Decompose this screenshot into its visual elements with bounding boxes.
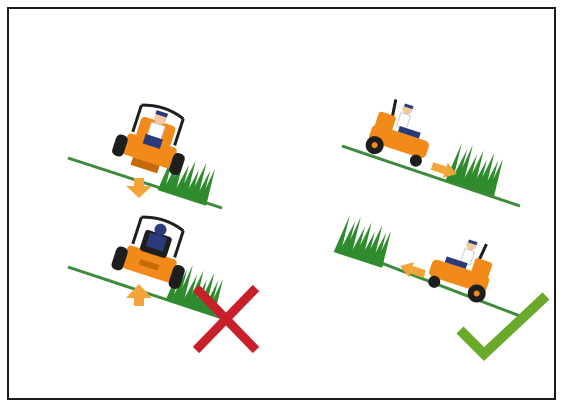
panel-right-climbing bbox=[342, 95, 520, 206]
tall-grass-icon bbox=[334, 212, 395, 268]
green-checkmark-icon bbox=[460, 296, 546, 354]
slide-arrow-icon bbox=[126, 178, 152, 198]
panel-wrong-downhill bbox=[68, 209, 256, 350]
red-cross-icon bbox=[196, 288, 256, 350]
ride-on-mower-icon bbox=[110, 97, 198, 180]
panel-wrong-uphill bbox=[68, 97, 222, 208]
tall-grass-icon bbox=[446, 140, 507, 196]
panel-right-descending bbox=[334, 212, 546, 354]
